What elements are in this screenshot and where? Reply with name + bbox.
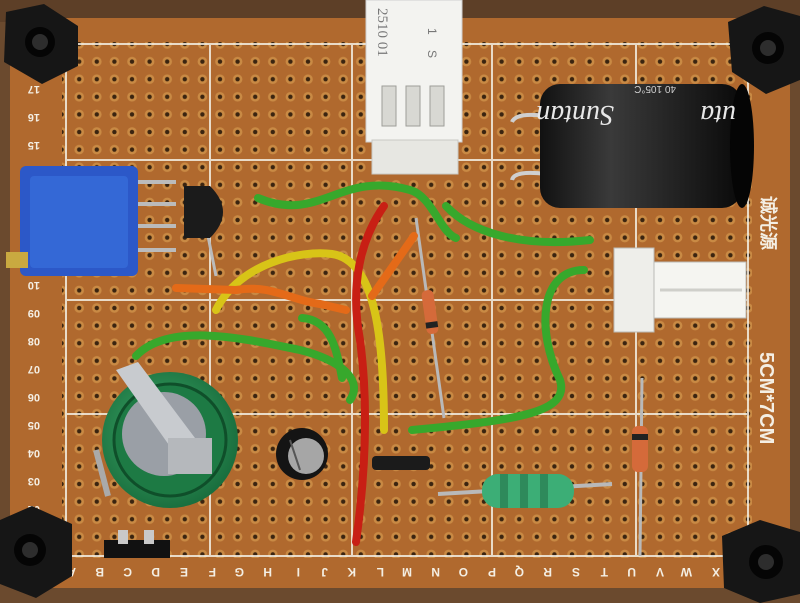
column-label: U <box>627 565 636 579</box>
row-label: 06 <box>28 391 40 403</box>
connector-pin-mark: 1 <box>425 28 439 35</box>
standoff-top-left <box>4 4 78 84</box>
column-label: M <box>402 565 412 579</box>
pin-header-connector: 2510 01 1 S <box>365 0 463 175</box>
black-jumper-wire <box>372 456 430 470</box>
green-wire <box>408 266 588 434</box>
green-wire <box>254 181 460 242</box>
green-wire <box>132 331 358 404</box>
row-label: 10 <box>28 279 40 291</box>
green-wire <box>298 314 346 382</box>
mounting-standoffs <box>0 4 800 603</box>
row-label: 08 <box>28 335 40 347</box>
row-label: 16 <box>28 111 40 123</box>
connector-print: 2510 01 <box>374 8 390 57</box>
row-label: 17 <box>28 83 40 95</box>
row-label: 04 <box>27 447 40 459</box>
coin-cell-battery <box>93 362 238 508</box>
column-label: I <box>297 565 300 579</box>
yellow-wire <box>212 249 388 434</box>
jumper-wires <box>132 181 594 546</box>
trimmer-potentiometer <box>6 166 176 276</box>
standoff-top-right <box>728 6 800 94</box>
column-label: B <box>95 565 104 579</box>
column-label: V <box>656 565 664 579</box>
standoff-bottom-right <box>722 520 800 603</box>
electrolytic-capacitor-small <box>276 428 328 480</box>
red-wire <box>352 202 388 546</box>
row-label: 03 <box>28 475 40 487</box>
board-size-marking: 5CM*7CM <box>755 352 777 444</box>
standoff-bottom-left <box>0 506 72 598</box>
orange-wire <box>172 284 350 314</box>
column-label: E <box>180 565 188 579</box>
capacitor-rating: 40 105°C <box>634 83 676 94</box>
column-label: P <box>488 565 496 579</box>
capacitor-brand-partial: uta <box>700 99 736 130</box>
column-label: C <box>123 565 132 579</box>
column-label: G <box>235 565 244 579</box>
row-label: 09 <box>28 307 40 319</box>
two-pin-jumper-header <box>104 530 170 558</box>
column-label: J <box>321 565 328 579</box>
column-label: Q <box>515 565 524 579</box>
column-label: S <box>572 565 580 579</box>
column-label: R <box>543 565 552 579</box>
board-maker-marking: 诚光源 <box>758 196 779 250</box>
column-label: K <box>347 565 356 579</box>
diode-vertical-center <box>414 217 446 419</box>
orange-wire <box>368 232 418 300</box>
row-label: 07 <box>28 363 40 375</box>
capacitor-brand: Suntan <box>536 99 614 130</box>
diode-vertical-right <box>632 377 648 557</box>
column-label: T <box>600 565 608 579</box>
column-label: N <box>431 565 440 579</box>
column-label: H <box>263 565 272 579</box>
column-label: D <box>151 565 160 579</box>
column-label: W <box>680 565 692 579</box>
row-label: 15 <box>28 139 40 151</box>
electrolytic-capacitor-large: Suntan uta 40 105°C <box>510 83 754 208</box>
connector-pin-mark: S <box>425 50 439 58</box>
green-wire <box>442 202 594 247</box>
inductor <box>437 474 613 508</box>
column-label: O <box>459 565 468 579</box>
column-label: F <box>209 565 216 579</box>
row-label: 05 <box>28 419 40 431</box>
column-label: X <box>712 565 720 579</box>
column-label: L <box>377 565 384 579</box>
jst-connector <box>613 247 747 333</box>
transistor <box>184 186 223 277</box>
